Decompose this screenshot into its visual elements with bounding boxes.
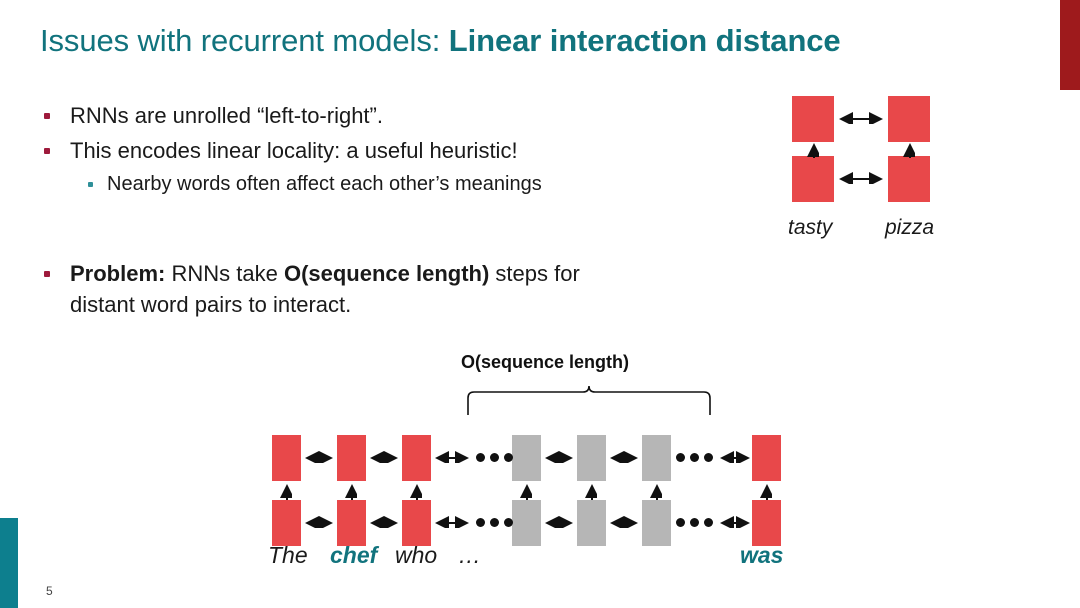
page-title-normal: Issues with recurrent models:: [40, 23, 449, 58]
list-item: RNNs are unrolled “left-to-right”.: [44, 100, 684, 131]
double-arrow-horizontal-icon: [370, 451, 398, 463]
problem-mid: RNNs take: [165, 261, 284, 286]
rnn-cell-bottom-3: [402, 500, 431, 546]
list-item: Problem: RNNs take O(sequence length) st…: [44, 258, 644, 320]
up-arrow-icon: [410, 484, 422, 500]
double-arrow-horizontal-icon: [305, 516, 333, 528]
ellipsis-dots-top-left: [476, 453, 513, 462]
sequence-length-diagram: O(sequence length): [250, 352, 820, 587]
problem-tail: steps for distant word pairs to interact…: [70, 261, 580, 317]
double-arrow-horizontal-icon: [610, 516, 638, 528]
problem-bold-term: O(sequence length): [283, 261, 490, 286]
label-pizza: pizza: [884, 216, 934, 239]
decorative-bar-right: [1060, 0, 1080, 90]
list-item-label: RNNs are unrolled “left-to-right”.: [70, 103, 383, 128]
double-arrow-horizontal-icon: [435, 516, 469, 528]
double-arrow-horizontal-icon: [720, 516, 750, 528]
list-item-sub-label: Nearby words often affect each other’s m…: [107, 173, 542, 195]
curly-brace-icon: [467, 385, 711, 415]
rnn-cell-bottom-4: [512, 500, 541, 546]
rnn-cell-bottom-5: [577, 500, 606, 546]
bullet-marker-icon: [44, 271, 50, 277]
sub-bullet-marker-icon: [88, 182, 93, 187]
double-arrow-horizontal-icon: [545, 516, 573, 528]
rnn-cell-top-7: [752, 435, 781, 481]
word-was: was: [740, 542, 784, 568]
bullet-marker-icon: [44, 148, 50, 154]
double-arrow-horizontal-icon: [370, 516, 398, 528]
decorative-bar-left: [0, 518, 18, 608]
rnn-cell-bottom-6: [642, 500, 671, 546]
tasty-pizza-diagram: tasty pizza: [786, 96, 936, 251]
label-tasty: tasty: [788, 216, 833, 239]
rnn-cell-top-4: [512, 435, 541, 481]
double-arrow-horizontal-icon: [545, 451, 573, 463]
rnn-cell-bottom-right: [888, 156, 930, 202]
up-arrow-icon: [760, 484, 772, 500]
problem-label: Problem:: [70, 261, 166, 286]
rnn-cell-top-1: [272, 435, 301, 481]
slide-number: 5: [46, 584, 53, 598]
rnn-cell-top-6: [642, 435, 671, 481]
problem-statement: Problem: RNNs take O(sequence length) st…: [44, 258, 644, 324]
brace-label: O(sequence length): [460, 352, 630, 372]
double-arrow-horizontal-icon: [839, 112, 883, 124]
bullet-list: RNNs are unrolled “left-to-right”. This …: [44, 100, 684, 202]
rnn-cell-top-5: [577, 435, 606, 481]
rnn-cell-bottom-7: [752, 500, 781, 546]
rnn-cell-top-left: [792, 96, 834, 142]
up-arrow-icon: [650, 484, 662, 500]
word-who: who: [395, 542, 438, 568]
bullet-marker-icon: [44, 113, 50, 119]
word-the: The: [268, 542, 308, 568]
rnn-cell-bottom-left: [792, 156, 834, 202]
ellipsis-dots-top-right: [676, 453, 713, 462]
list-item-sub: Nearby words often affect each other’s m…: [44, 170, 684, 198]
up-arrow-icon: [345, 484, 357, 500]
rnn-cell-bottom-2: [337, 500, 366, 546]
up-arrow-icon: [280, 484, 292, 500]
word-chef: chef: [330, 542, 378, 568]
word-ellipsis: …: [458, 542, 481, 568]
up-arrow-icon: [585, 484, 597, 500]
list-item: This encodes linear locality: a useful h…: [44, 135, 684, 166]
page-title: Issues with recurrent models: Linear int…: [40, 20, 841, 62]
problem-text: Problem: RNNs take O(sequence length) st…: [70, 258, 644, 320]
up-arrow-icon: [903, 143, 915, 158]
rnn-cell-top-2: [337, 435, 366, 481]
rnn-cell-top-right: [888, 96, 930, 142]
double-arrow-horizontal-icon: [435, 451, 469, 463]
up-arrow-icon: [520, 484, 532, 500]
up-arrow-icon: [807, 143, 819, 158]
double-arrow-horizontal-icon: [839, 172, 883, 184]
double-arrow-horizontal-icon: [610, 451, 638, 463]
double-arrow-horizontal-icon: [305, 451, 333, 463]
ellipsis-dots-bottom-left: [476, 518, 513, 527]
rnn-cell-bottom-1: [272, 500, 301, 546]
ellipsis-dots-bottom-right: [676, 518, 713, 527]
tasty-pizza-labels: tasty pizza: [786, 216, 936, 240]
rnn-cell-top-3: [402, 435, 431, 481]
double-arrow-horizontal-icon: [720, 451, 750, 463]
page-title-bold: Linear interaction distance: [448, 23, 841, 58]
list-item-label: This encodes linear locality: a useful h…: [70, 138, 518, 163]
